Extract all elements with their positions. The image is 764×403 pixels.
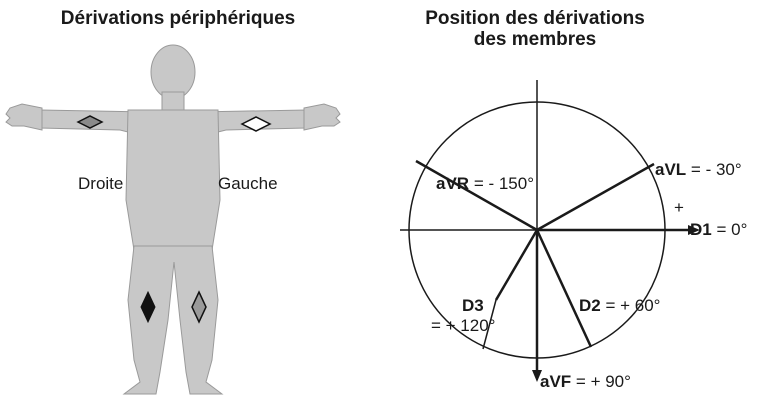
axis-diagram (400, 80, 700, 382)
plus-sign: + (674, 198, 684, 217)
lead-avr-label: aVR = - 150° (436, 174, 534, 193)
figure-head (151, 45, 195, 99)
lead-d2-label: D2 = + 60° (579, 296, 660, 315)
figure-torso (126, 110, 220, 250)
lead-d3-name-label: D3 (462, 296, 484, 315)
lead-avf-label: aVF = + 90° (540, 372, 631, 391)
lead-d1-label: D1 = 0° (690, 220, 747, 239)
left-side-label: Gauche (218, 174, 278, 194)
lead-d2-value: = + 60° (605, 296, 660, 315)
lead-d2-vector (537, 230, 591, 347)
lead-avr-vector (416, 161, 537, 230)
figure-hand-left (304, 104, 340, 130)
lead-avl-name: aVL (655, 160, 686, 179)
lead-d1-value: = 0° (716, 220, 747, 239)
lead-avl-vector (537, 164, 654, 230)
lead-avl-label: aVL = - 30° (655, 160, 742, 179)
figure-neck (162, 92, 184, 112)
lead-avr-name: aVR (436, 174, 469, 193)
figure-hand-right (6, 104, 42, 130)
lead-avf-name: aVF (540, 372, 571, 391)
lead-d2-name: D2 (579, 296, 601, 315)
lead-avr-value: = - 150° (474, 174, 534, 193)
human-figure (6, 45, 340, 394)
lead-d1-name: D1 (690, 220, 712, 239)
right-side-label: Droite (78, 174, 123, 194)
lead-d3-value-label: = + 120° (431, 316, 495, 335)
lead-avf-value: = + 90° (576, 372, 631, 391)
lead-avl-value: = - 30° (691, 160, 742, 179)
figure-legs (124, 246, 222, 394)
lead-d3-name: D3 (462, 296, 484, 315)
lead-d3-vector (496, 230, 537, 300)
